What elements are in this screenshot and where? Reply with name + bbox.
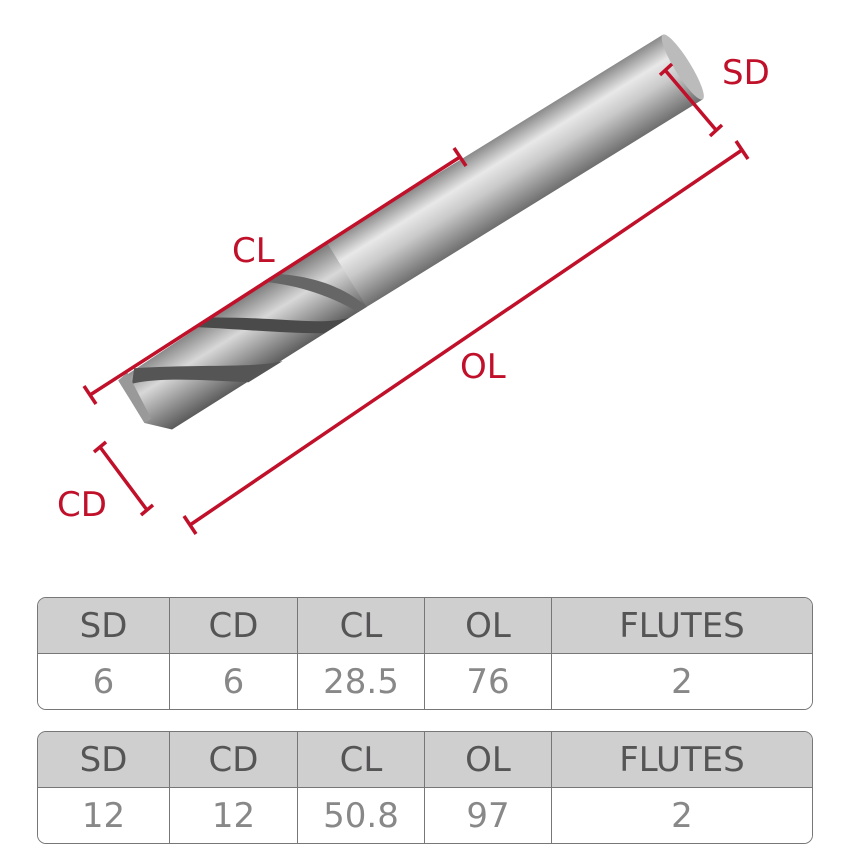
dimension-lines	[82, 62, 750, 535]
header-flutes: FLUTES	[551, 598, 812, 654]
header-cd: CD	[169, 598, 297, 654]
value-ol: 76	[424, 654, 551, 709]
header-cl: CL	[297, 598, 424, 654]
header-ol: OL	[424, 732, 551, 788]
value-ol: 97	[424, 788, 551, 843]
value-row: 12 12 50.8 97 2	[38, 788, 812, 843]
header-flutes: FLUTES	[551, 732, 812, 788]
header-sd: SD	[38, 732, 169, 788]
header-cd: CD	[169, 732, 297, 788]
value-flutes: 2	[551, 788, 812, 843]
spec-table-2: SD CD CL OL FLUTES 12 12 50.8 97 2	[37, 731, 813, 844]
cd-label: CD	[57, 485, 107, 525]
value-cd: 12	[169, 788, 297, 843]
header-ol: OL	[424, 598, 551, 654]
value-cd: 6	[169, 654, 297, 709]
end-mill-image	[118, 34, 704, 430]
header-row: SD CD CL OL FLUTES	[38, 732, 812, 788]
cl-label: CL	[232, 231, 275, 271]
header-row: SD CD CL OL FLUTES	[38, 598, 812, 654]
value-row: 6 6 28.5 76 2	[38, 654, 812, 709]
header-cl: CL	[297, 732, 424, 788]
end-mill-diagram: SD CL OL CD	[57, 34, 770, 535]
value-cl: 28.5	[297, 654, 424, 709]
ol-label: OL	[460, 347, 506, 387]
value-sd: 12	[38, 788, 169, 843]
value-cl: 50.8	[297, 788, 424, 843]
value-sd: 6	[38, 654, 169, 709]
value-flutes: 2	[551, 654, 812, 709]
spec-table-1: SD CD CL OL FLUTES 6 6 28.5 76 2	[37, 597, 813, 710]
header-sd: SD	[38, 598, 169, 654]
sd-label: SD	[722, 53, 770, 93]
